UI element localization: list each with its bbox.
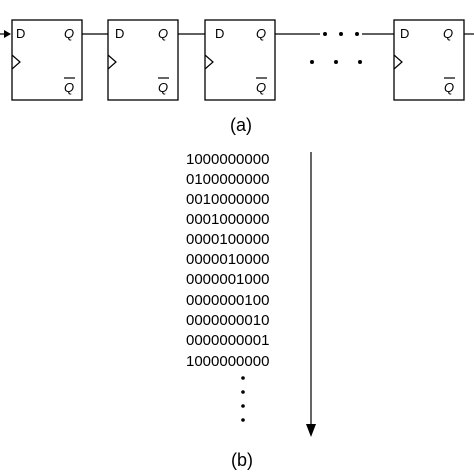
state-row: 0000010000 xyxy=(186,251,269,268)
state-row: 0000000001 xyxy=(186,332,269,349)
flip-flop-stage-2: D Q Q xyxy=(107,19,179,101)
clock-input-icon xyxy=(107,54,117,70)
state-row: 0000000100 xyxy=(186,292,269,309)
part-b-caption: (b) xyxy=(231,450,253,470)
state-row: 1000000000 xyxy=(186,353,269,370)
state-row: 1000000000 xyxy=(186,151,269,168)
state-row: 0000001000 xyxy=(186,271,269,288)
q-output-label: Q xyxy=(158,26,168,41)
part-a-caption: (a) xyxy=(230,115,252,135)
ellipsis-dot-icon xyxy=(241,390,245,394)
ellipsis-dot-icon xyxy=(339,32,343,36)
flip-flop-box xyxy=(204,19,276,101)
q-bar-output-label: Q xyxy=(64,80,74,95)
q-bar-output-label: Q xyxy=(256,80,266,95)
flip-flop-stage-3: D Q Q xyxy=(204,19,276,101)
d-input-label: D xyxy=(400,26,409,41)
ellipsis-dot-icon xyxy=(241,418,245,422)
flip-flop-box xyxy=(11,19,83,101)
clock-input-icon xyxy=(11,54,21,70)
q-output-label: Q xyxy=(256,26,266,41)
q-bar-output-label: Q xyxy=(158,80,168,95)
continuation-dots xyxy=(241,376,245,422)
input-arrow-icon xyxy=(4,30,11,38)
flip-flop-box xyxy=(107,19,179,101)
ellipsis-dot-icon xyxy=(355,32,359,36)
ellipsis-dot-icon xyxy=(310,60,314,64)
d-input-label: D xyxy=(115,26,124,41)
clock-input-icon xyxy=(393,54,403,70)
state-row: 0000000010 xyxy=(186,312,269,329)
q-output-label: Q xyxy=(443,26,453,41)
ellipsis-dot-icon xyxy=(241,404,245,408)
ellipsis-dot-icon xyxy=(241,376,245,380)
ellipsis-dot-icon xyxy=(323,32,327,36)
ellipsis-dot-icon xyxy=(358,60,362,64)
d-input-label: D xyxy=(215,26,224,41)
clock-input-icon xyxy=(204,54,214,70)
state-row: 0000100000 xyxy=(186,231,269,248)
flip-flop-box xyxy=(393,19,465,101)
state-row: 0100000000 xyxy=(186,171,269,188)
state-row: 0001000000 xyxy=(186,211,269,228)
state-sequence: 1000000000 0100000000 0010000000 0001000… xyxy=(186,151,316,437)
q-bar-output-label: Q xyxy=(444,80,454,95)
ellipsis-dot-icon xyxy=(334,60,338,64)
chain-ellipsis xyxy=(275,32,394,64)
state-row: 0010000000 xyxy=(186,191,269,208)
q-output-label: Q xyxy=(64,26,74,41)
flip-flop-stage-1: D Q Q xyxy=(11,19,83,101)
shift-register-chain: D Q Q D Q Q D Q Q xyxy=(0,19,474,101)
d-input-label: D xyxy=(16,26,25,41)
down-arrow-icon xyxy=(306,424,316,437)
flip-flop-stage-last: D Q Q xyxy=(393,19,465,101)
